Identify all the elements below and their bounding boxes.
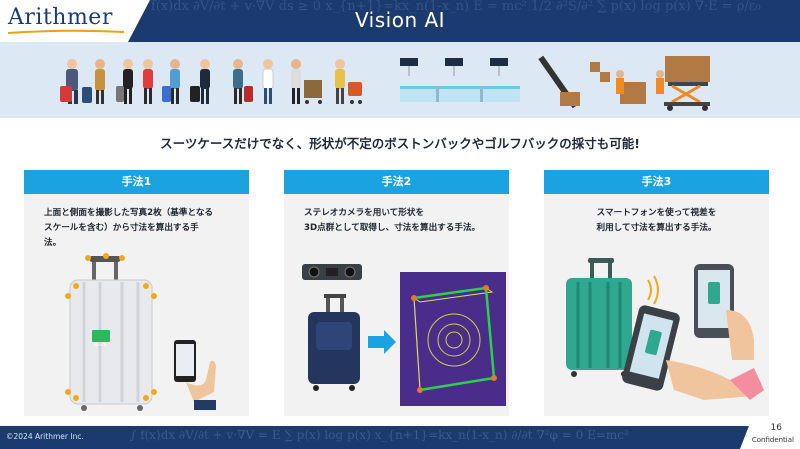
teal-suitcase-icon xyxy=(566,258,632,377)
stereo-3d-illustration xyxy=(302,264,506,406)
wifi-signal-icon xyxy=(647,275,659,305)
header-math-background: ∫ f(x)dx ∂V/∂t + v·∇V ds ≥ 0 x_{n+1}=kx_… xyxy=(140,0,761,14)
method-1-line-2: スケールを含む）から寸法を算出する手 xyxy=(44,223,199,233)
suitcase-icon: Suica xyxy=(65,253,157,411)
smartphone-back-icon xyxy=(694,264,754,360)
traveler-figure-3 xyxy=(116,59,133,104)
method-card-1: 手法1 上面と側面を撮影した写真2枚（基準となる スケールを含む）から寸法を算出… xyxy=(24,170,249,416)
method-3-description: スマートフォンを使って視差を 利用して寸法を算出する手法。 xyxy=(544,194,769,236)
method-1-line-1: 上面と側面を撮影した写真2枚（基準となる xyxy=(44,208,214,218)
traveler-figure-7 xyxy=(233,59,253,104)
suitcase-photo-illustration: Suica xyxy=(65,253,216,411)
traveler-figure-4 xyxy=(143,59,153,104)
method-2-line-1: ステレオカメラを用いて形状を xyxy=(304,208,425,218)
traveler-figure-10 xyxy=(335,59,362,104)
method-3-line-1: スマートフォンを使って視差を xyxy=(596,208,717,218)
footer-bar: ∫ f(x)dx ∂V/∂t + v·∇V = E ∑ p(x) log p(x… xyxy=(0,426,800,449)
copyright-text: ©2024 Arithmer Inc. xyxy=(6,432,84,441)
logo-area: Arithmer xyxy=(0,0,150,42)
section-subtitle: スーツケースだけでなく、形状が不定のボストンバックやゴルフバックの採寸も可能! xyxy=(160,136,640,151)
baggage-loader xyxy=(538,55,710,111)
blue-suitcase-icon xyxy=(308,294,360,391)
page-title: Vision AI xyxy=(354,8,446,32)
method-1-title: 手法1 xyxy=(24,170,249,194)
point-cloud-3d-icon xyxy=(400,272,506,406)
method-card-3: 手法3 スマートフォンを使って視差を 利用して寸法を算出する手法。 xyxy=(544,170,769,416)
smartphone-front-icon xyxy=(622,305,764,400)
method-2-line-2: 3D点群として取得し、寸法を算出する手法。 xyxy=(304,223,481,233)
arithmer-logo: Arithmer xyxy=(8,5,113,30)
traveler-figure-6 xyxy=(190,59,210,104)
traveler-figure-9 xyxy=(291,59,322,104)
method-3-title: 手法3 xyxy=(544,170,769,194)
traveler-figure-1 xyxy=(60,59,78,104)
suica-card-label: Suica xyxy=(94,342,106,348)
smartphone-parallax-illustration xyxy=(566,258,764,400)
traveler-figure-8 xyxy=(262,59,274,104)
confidential-label: Confidential xyxy=(751,436,794,444)
page-number: 16 xyxy=(770,423,782,433)
traveler-figure-2 xyxy=(82,59,105,104)
traveler-figure-5 xyxy=(162,59,180,104)
method-card-2: 手法2 ステレオカメラを用いて形状を 3D点群として取得し、寸法を算出する手法。 xyxy=(284,170,509,416)
travel-banner xyxy=(0,42,800,118)
airport-illustration xyxy=(60,55,710,111)
method-3-line-2: 利用して寸法を算出する手法。 xyxy=(596,223,717,233)
stereo-camera-icon xyxy=(302,264,362,280)
method-1-line-3: 法。 xyxy=(44,238,62,248)
logo-swoosh-icon xyxy=(7,29,125,34)
method-1-description: 上面と側面を撮影した写真2枚（基準となる スケールを含む）から寸法を算出する手 … xyxy=(24,194,249,251)
arrow-right-icon xyxy=(368,330,396,354)
method-2-title: 手法2 xyxy=(284,170,509,194)
method-2-description: ステレオカメラを用いて形状を 3D点群として取得し、寸法を算出する手法。 xyxy=(284,194,509,236)
hand-smartphone-icon xyxy=(174,340,216,410)
checkin-counters xyxy=(400,58,520,102)
footer-math-background: ∫ f(x)dx ∂V/∂t + v·∇V = E ∑ p(x) log p(x… xyxy=(130,428,629,442)
